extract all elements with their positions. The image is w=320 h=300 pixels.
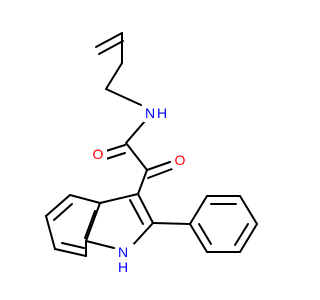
- amide-n-symbol: N: [145, 105, 155, 121]
- bond-ph-4-5-inner: [234, 223, 249, 246]
- bond-carbonyl-carbonyl: [125, 142, 148, 171]
- bond-c4-c5-inner: [53, 203, 73, 221]
- keto-oxygen-label: O: [172, 151, 188, 169]
- bond-c5-c6: [45, 215, 56, 250]
- bond-n-carbonyl: [125, 120, 146, 144]
- bond-c4-c5: [45, 194, 71, 217]
- bond-ph-1-2: [189, 195, 208, 225]
- bond-ph-6-1-inner: [198, 223, 212, 245]
- amide-oxygen-label: O: [91, 145, 107, 163]
- molecule-structure: N H O O N H: [45, 32, 258, 275]
- amide-o-symbol: O: [93, 146, 104, 162]
- bond-c6-c7: [54, 248, 87, 257]
- allyl-group: [95, 32, 142, 106]
- amide-n-hydrogen: H: [157, 105, 167, 121]
- bond-c3-c2-inner: [129, 199, 144, 225]
- bond-ph-3-4: [239, 195, 258, 225]
- bond-ph-6-1: [189, 223, 208, 253]
- indole-pyrrole-ring: [85, 193, 154, 249]
- bond-c3a-c7a-inner: [84, 210, 96, 239]
- bond-c3a-c4: [69, 194, 101, 204]
- keto-o-symbol: O: [175, 152, 186, 168]
- bond-ph-4-5: [239, 223, 258, 253]
- bond-c3-c3a: [99, 193, 139, 204]
- phenyl-ring: [152, 195, 258, 253]
- bond-c3a-c7a: [85, 202, 101, 242]
- atom-labels: N H O O N H: [91, 104, 188, 275]
- indole-benzo-ring: [45, 194, 101, 257]
- amide-nitrogen-label: N H: [143, 104, 167, 122]
- bond-amide-co-double: [105, 144, 126, 152]
- bond-amide-co-double-inner: [105, 152, 126, 160]
- indole-nitrogen-label: N H: [116, 244, 134, 275]
- bond-keto-co-double: [146, 161, 171, 171]
- bond-vinyl-double-inner: [98, 40, 124, 55]
- bond-c2-n1: [130, 222, 154, 248]
- bond-keto-c3: [137, 169, 148, 195]
- oxo-acetamide-linker: [105, 120, 173, 195]
- bond-c6-c7-inner: [61, 242, 85, 249]
- bond-c3-c2: [137, 193, 154, 224]
- bond-c2-phenyl: [152, 222, 191, 225]
- bond-allyl-n: [105, 88, 142, 106]
- bond-keto-co-double-inner: [147, 168, 173, 179]
- bond-allyl-2: [105, 62, 123, 90]
- bond-n1-c7a: [85, 240, 115, 249]
- indole-n-symbol: N: [118, 244, 128, 260]
- indole-n-hydrogen: H: [118, 259, 128, 275]
- bond-vinyl-double: [95, 32, 123, 48]
